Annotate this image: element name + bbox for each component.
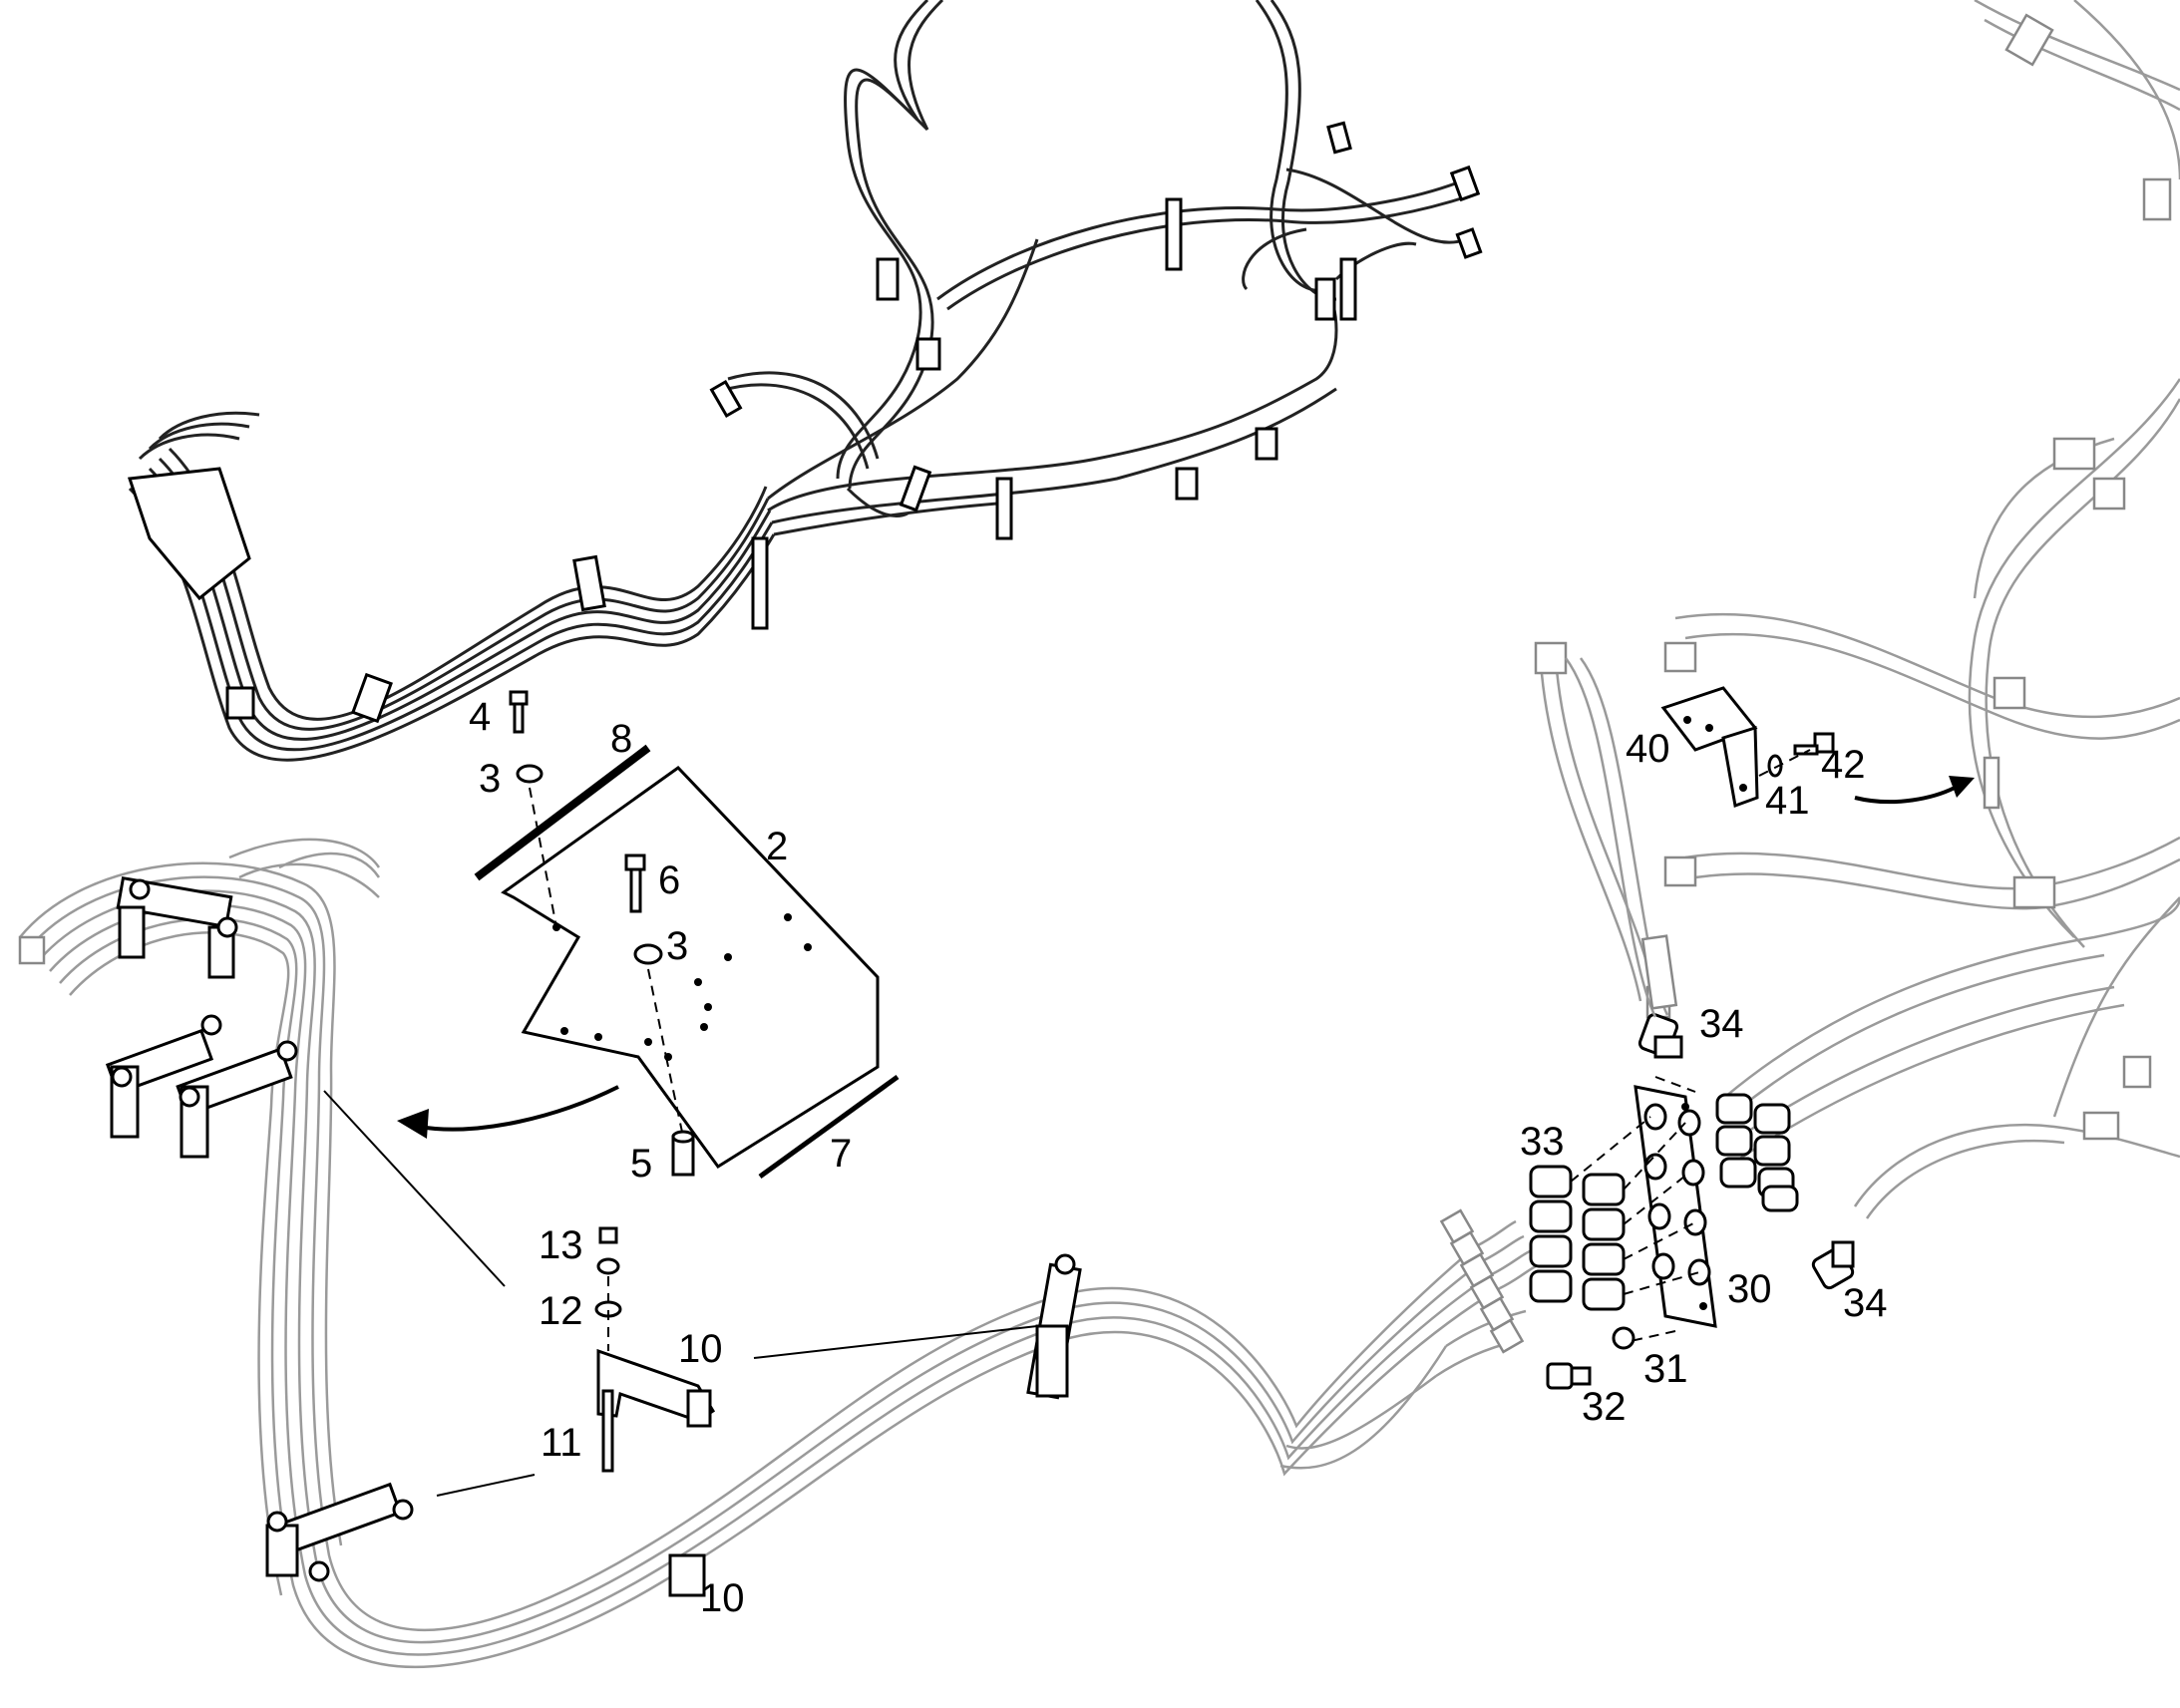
callout-6: 6 (658, 858, 680, 902)
callout-42: 42 (1821, 743, 1866, 787)
bolt-42 (1793, 732, 1835, 756)
callout-2: 2 (766, 825, 788, 868)
callout-10: 10 (700, 1576, 745, 1620)
bolt-4 (509, 690, 529, 734)
seal-strip-lower (758, 1074, 900, 1180)
lower-hose-bundle (19, 838, 1541, 1668)
upper-hose-harness (127, 0, 1483, 762)
assembly-arrow-left (397, 1085, 619, 1139)
harness-end-bracket (127, 411, 260, 601)
nut-13 (596, 1226, 620, 1275)
bundle-clamp-center (1026, 1253, 1082, 1400)
callout-12: 12 (539, 1289, 583, 1333)
bundle-clamp-low (668, 1553, 706, 1597)
callout-33: 33 (1520, 1120, 1565, 1164)
right-hose-group (1539, 0, 2180, 1219)
bolt-32 (1546, 1362, 1592, 1390)
bolt-6 (624, 854, 646, 913)
bundle-end-fittings (18, 935, 1525, 1354)
quick-coupling-33 (1529, 1165, 1626, 1311)
callout-10: 10 (678, 1327, 723, 1371)
assembly-arrow-right (1854, 776, 1975, 805)
bundle-clamp-middle-left (105, 1014, 222, 1139)
callout-7: 7 (830, 1132, 852, 1176)
washer-41 (1767, 754, 1783, 778)
right-hose-fittings (1534, 13, 2172, 1141)
bracket-40 (1660, 686, 1759, 809)
bundle-clamp-upper-left (116, 875, 238, 979)
callout-30: 30 (1727, 1267, 1772, 1311)
spacer-5 (671, 1130, 695, 1177)
callout-41: 41 (1765, 779, 1810, 823)
elbow-fitting-34-right (1811, 1240, 1855, 1290)
seal-strip-upper (474, 744, 651, 881)
callout-3: 3 (479, 757, 501, 801)
callout-11: 11 (541, 1421, 582, 1465)
callout-5: 5 (630, 1142, 652, 1186)
callout-31: 31 (1643, 1347, 1688, 1391)
bundle-clamp-lower-left (176, 1040, 298, 1159)
washer-3-upper (516, 764, 544, 784)
callout-8: 8 (610, 717, 632, 761)
callout-4: 4 (469, 695, 491, 739)
bundle-clamp-bottom (265, 1482, 414, 1582)
clamp-10-top (596, 1348, 716, 1428)
callout-32: 32 (1582, 1385, 1627, 1429)
washer-3-lower (633, 943, 663, 965)
callout-34: 34 (1843, 1281, 1888, 1325)
mounting-plate (501, 766, 880, 1170)
port-block-30 (1634, 1085, 1717, 1328)
callout-34: 34 (1699, 1002, 1744, 1046)
callout-13: 13 (539, 1223, 583, 1267)
elbow-fitting-34-upper (1637, 1013, 1683, 1059)
callout-3: 3 (666, 924, 688, 968)
stud-11 (601, 1389, 614, 1473)
callout-40: 40 (1626, 727, 1670, 771)
washer-31 (1612, 1326, 1635, 1350)
port-dash-lines (1570, 1076, 1700, 1342)
hose-coupling-cluster (1715, 1093, 1799, 1212)
